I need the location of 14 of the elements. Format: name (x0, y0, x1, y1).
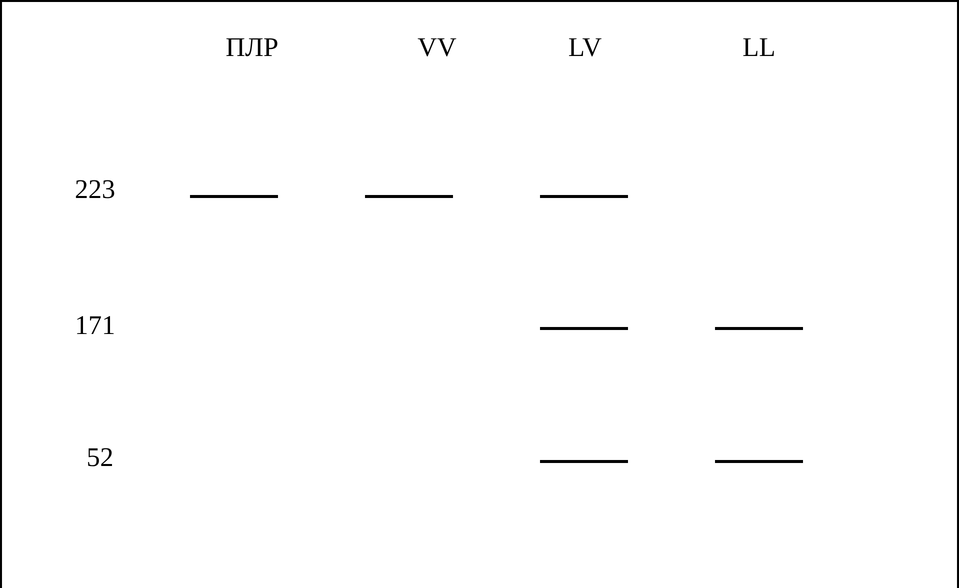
size-label: 171 (74, 312, 116, 339)
band-mark (365, 195, 453, 198)
band-mark (540, 460, 628, 463)
lane-label: VV (418, 34, 456, 61)
band-mark (715, 327, 803, 330)
lane-label: LV (568, 34, 602, 61)
band-mark (715, 460, 803, 463)
band-mark (540, 327, 628, 330)
lane-label: LL (742, 34, 776, 61)
size-label: 223 (74, 176, 116, 203)
band-mark (190, 195, 278, 198)
lane-label: ПЛР (226, 34, 278, 61)
band-mark (540, 195, 628, 198)
size-label: 52 (86, 444, 114, 471)
